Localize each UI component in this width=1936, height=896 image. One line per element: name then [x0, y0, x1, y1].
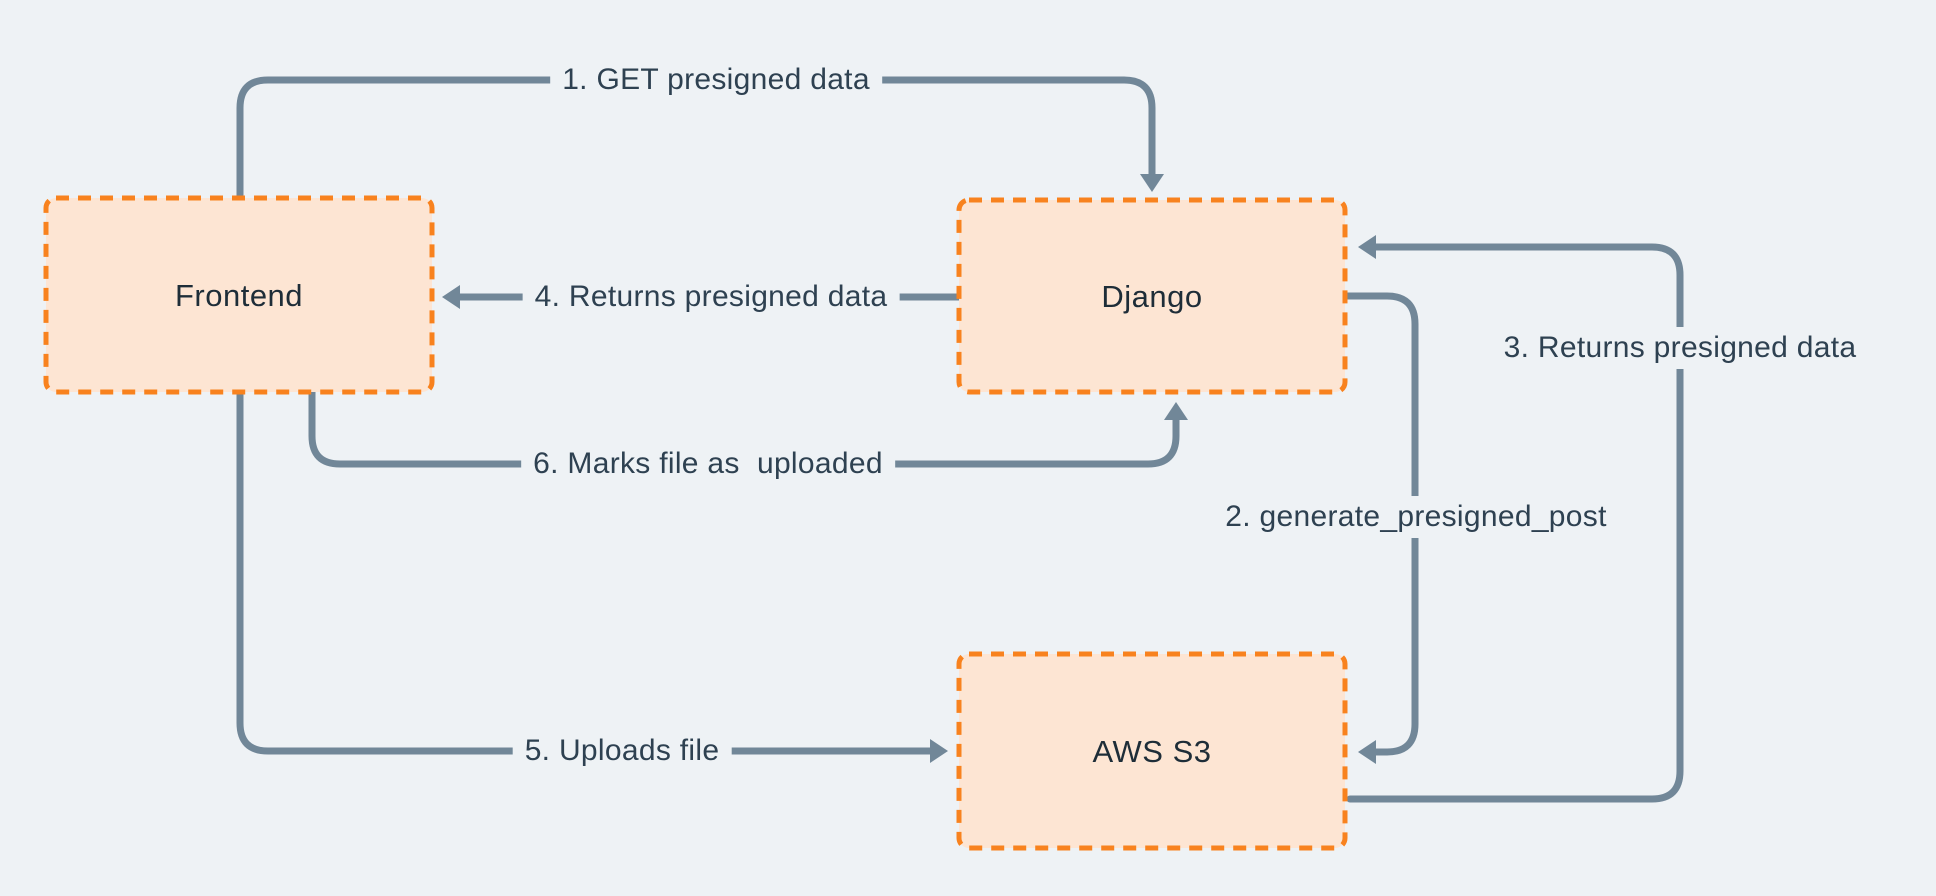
arrow-3-returns-presigned-data — [1346, 235, 1684, 803]
arrow-2-label: 2. generate_presigned_post — [1213, 496, 1619, 538]
django-box — [956, 197, 1348, 395]
arrow-5-uploads-file — [236, 388, 948, 763]
arrow-4-label: 4. Returns presigned data — [522, 276, 900, 318]
aws-s3-label: AWS S3 — [1092, 734, 1212, 769]
arrow-1-label: 1. GET presigned data — [550, 59, 882, 101]
arrow-6-label: 6. Marks file as uploaded — [521, 443, 895, 485]
arrow-3-label: 3. Returns presigned data — [1491, 327, 1869, 369]
arrow-5-label: 5. Uploads file — [512, 730, 732, 772]
frontend-box — [43, 195, 435, 395]
django-label: Django — [1101, 279, 1203, 314]
frontend-label: Frontend — [174, 278, 304, 313]
aws-s3-box — [956, 651, 1348, 851]
